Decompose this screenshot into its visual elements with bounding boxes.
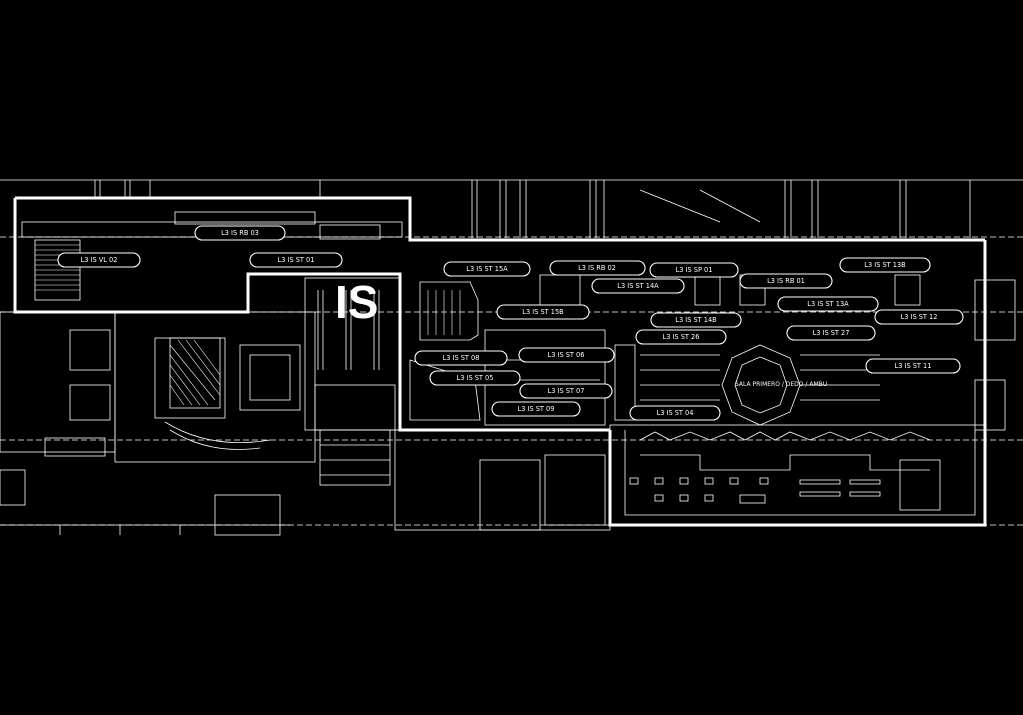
room-tag-st08[interactable]: L3 IS ST 08 [414,350,508,366]
svg-text:L3 IS ST 05: L3 IS ST 05 [457,374,494,382]
is-section-label: IS [335,276,378,328]
svg-text:L3 IS ST 14A: L3 IS ST 14A [617,282,659,290]
room-tag-st05[interactable]: L3 IS ST 05 [429,370,521,386]
svg-text:L3 IS VL 02: L3 IS VL 02 [81,256,118,264]
is-core [304,277,401,486]
area-label: SALA PRIMERO / DEDO / AMBU [735,381,827,388]
svg-text:L3 IS ST 04: L3 IS ST 04 [657,409,694,417]
room-tag-st15b[interactable]: L3 IS ST 15B [496,304,590,320]
svg-text:L3 IS ST 26: L3 IS ST 26 [663,333,700,341]
lower-rooms [0,454,606,536]
room-tag-st14a[interactable]: L3 IS ST 14A [591,278,685,294]
room-tag-st06[interactable]: L3 IS ST 06 [518,347,615,363]
room-tag-rb03[interactable]: L3 IS RB 03 [194,225,286,241]
structural-grid [0,179,1023,526]
room-tag-st12[interactable]: L3 IS ST 12 [874,309,964,325]
room-tag-st09[interactable]: L3 IS ST 09 [491,401,581,417]
room-tag-sp01[interactable]: L3 IS SP 01 [649,262,739,278]
svg-text:L3 IS ST 01: L3 IS ST 01 [278,256,315,264]
left-hall [0,329,301,506]
room-tag-vl02[interactable]: L3 IS VL 02 [57,252,141,268]
svg-text:L3 IS ST 11: L3 IS ST 11 [895,362,932,370]
room-tag-rb01[interactable]: L3 IS RB 01 [739,273,833,289]
room-tag-st26[interactable]: L3 IS ST 26 [635,329,727,345]
svg-text:L3 IS ST 06: L3 IS ST 06 [548,351,585,359]
room-tag-st11[interactable]: L3 IS ST 11 [865,358,961,374]
svg-text:L3 IS ST 14B: L3 IS ST 14B [675,316,717,324]
room-tag-rb02[interactable]: L3 IS RB 02 [549,260,646,276]
svg-text:L3 IS ST 08: L3 IS ST 08 [443,354,480,362]
room-tag-st04[interactable]: L3 IS ST 04 [629,405,721,421]
svg-text:L3 IS ST 09: L3 IS ST 09 [518,405,555,413]
svg-text:L3 IS ST 27: L3 IS ST 27 [813,329,850,337]
svg-text:L3 IS SP 01: L3 IS SP 01 [676,266,713,274]
svg-text:L3 IS RB 03: L3 IS RB 03 [221,229,259,237]
svg-text:L3 IS ST 15B: L3 IS ST 15B [522,308,564,316]
lower-right-wing [629,279,1016,511]
room-tags: L3 IS RB 03 L3 IS VL 02 L3 IS ST 01 L3 I… [57,225,964,421]
room-tag-st13b[interactable]: L3 IS ST 13B [839,257,931,273]
svg-text:L3 IS ST 12: L3 IS ST 12 [901,313,938,321]
svg-text:L3 IS ST 15A: L3 IS ST 15A [466,265,508,273]
octagon-room [614,344,880,426]
svg-text:L3 IS RB 01: L3 IS RB 01 [767,277,805,285]
svg-text:L3 IS ST 13A: L3 IS ST 13A [807,300,849,308]
room-tag-st01[interactable]: L3 IS ST 01 [249,252,343,268]
room-tag-st13a[interactable]: L3 IS ST 13A [777,296,879,312]
svg-text:L3 IS RB 02: L3 IS RB 02 [578,264,616,272]
room-tag-st15a[interactable]: L3 IS ST 15A [443,261,531,277]
svg-text:L3 IS ST 13B: L3 IS ST 13B [864,261,906,269]
room-tag-st14b[interactable]: L3 IS ST 14B [650,312,742,328]
svg-text:L3 IS ST 07: L3 IS ST 07 [548,387,585,395]
room-tag-st27[interactable]: L3 IS ST 27 [786,325,876,341]
room-tag-st07[interactable]: L3 IS ST 07 [519,383,613,399]
